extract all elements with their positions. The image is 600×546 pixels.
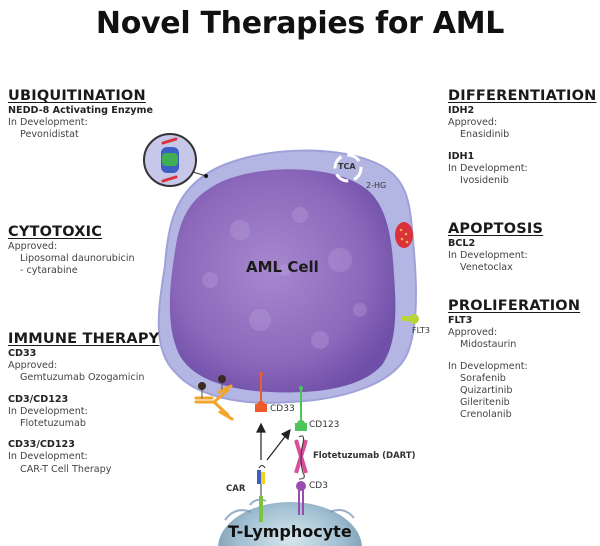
drug-name: Sorafenib — [460, 372, 506, 384]
mitochondrion-icon — [395, 222, 413, 248]
car-label: CAR — [226, 484, 246, 494]
target-name: FLT3 — [448, 315, 473, 326]
cd3-label: CD3 — [309, 481, 328, 491]
section-heading: APOPTOSIS — [448, 221, 544, 237]
drug-name: Gemtuzumab Ozogamicin — [20, 372, 145, 384]
chromosome-callout-icon — [143, 133, 208, 187]
aml-cell-label: AML Cell — [246, 258, 319, 276]
status-label: In Development: — [448, 162, 528, 174]
target-name: IDH2 — [448, 105, 475, 116]
status-label: Approved: — [448, 117, 498, 129]
antibody-drug-conjugate-icon — [194, 375, 234, 421]
dart-molecule-icon — [294, 435, 308, 480]
target-name: NEDD-8 Activating Enzyme — [8, 105, 154, 116]
section-heading: IMMUNE THERAPY — [8, 331, 160, 347]
status-label: Approved: — [448, 327, 498, 339]
tca-cycle-icon — [333, 153, 363, 183]
t-lymphocyte-label: T-Lymphocyte — [228, 522, 352, 541]
target-name: CD33 — [8, 348, 37, 359]
cd33-label: CD33 — [270, 404, 295, 414]
drug-name: Ivosidenib — [460, 175, 509, 187]
car-receptor-icon — [257, 465, 266, 522]
drug-name: Liposomal daunorubicin — [20, 253, 135, 265]
drug-name: CAR-T Cell Therapy — [20, 463, 112, 475]
nucleus-texture — [202, 207, 367, 349]
status-label: In Development: — [8, 117, 88, 129]
status-label: In Development: — [448, 360, 528, 372]
section-cytotoxic: CYTOTOXIC Approved: Liposomal daunorubic… — [8, 224, 208, 278]
cell-nucleus — [169, 169, 396, 393]
section-apoptosis: APOPTOSIS BCL2 In Development: Venetocla… — [448, 221, 598, 275]
page-title: Novel Therapies for AML — [95, 6, 505, 41]
target-name: CD33/CD123 — [8, 439, 75, 451]
section-heading: CYTOTOXIC — [8, 224, 103, 240]
2hg-label: 2-HG — [366, 181, 387, 190]
drug-name: Gileritenib — [460, 397, 510, 409]
cd123-label: CD123 — [309, 420, 340, 430]
t-lymphocyte-cell — [218, 498, 362, 546]
section-immune-therapy: IMMUNE THERAPY CD33 Approved: Gemtuzumab… — [8, 331, 208, 476]
cd33-receptor-icon — [255, 372, 267, 412]
target-name: BCL2 — [448, 238, 476, 249]
cd3-receptor-icon — [296, 481, 306, 515]
drug-name: Quizartinib — [460, 385, 513, 397]
section-differentiation: DIFFERENTIATION IDH2 Approved: Enasidini… — [448, 88, 598, 187]
section-heading: DIFFERENTIATION — [448, 88, 597, 104]
drug-name: Crenolanib — [460, 409, 512, 421]
tca-label: TCA — [338, 162, 356, 171]
section-proliferation: PROLIFERATION FLT3 Approved: Midostaurin… — [448, 298, 598, 422]
drug-name: Flotetuzumab — [20, 418, 86, 430]
drug-name: Midostaurin — [460, 339, 517, 351]
status-label: In Development: — [8, 451, 88, 463]
status-label: In Development: — [448, 250, 528, 262]
status-label: In Development: — [8, 405, 88, 417]
section-ubiquitination: UBIQUITINATION NEDD-8 Activating Enzyme … — [8, 88, 208, 142]
cd123-receptor-icon — [295, 386, 307, 431]
drug-name: Enasidinib — [460, 129, 510, 141]
flt3-receptor-icon — [401, 314, 419, 324]
section-heading: UBIQUITINATION — [8, 88, 146, 104]
target-name: IDH1 — [448, 150, 475, 162]
drug-name: Venetoclax — [460, 262, 513, 274]
status-label: Approved: — [8, 241, 58, 252]
drug-name: - cytarabine — [20, 265, 78, 277]
section-heading: PROLIFERATION — [448, 298, 581, 314]
status-label: Approved: — [8, 360, 58, 372]
target-name: CD3/CD123 — [8, 393, 69, 405]
targeting-arrows — [256, 422, 291, 461]
dart-label: Flotetuzumab (DART) — [313, 451, 416, 461]
drug-name: Pevonidistat — [20, 129, 79, 141]
flt3-label: FLT3 — [412, 326, 430, 335]
